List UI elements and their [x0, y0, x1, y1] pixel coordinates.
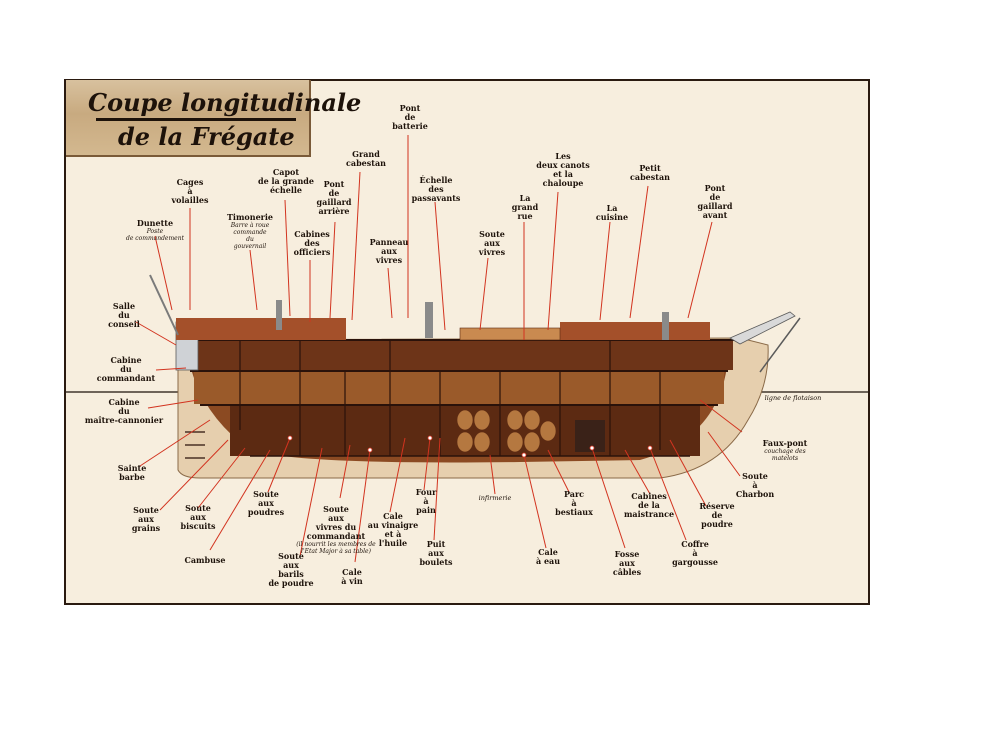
label-cabine-commandant: Cabine du commandant	[96, 355, 156, 383]
label-deux-canots: Les deux canots et la chaloupe	[536, 151, 590, 188]
label-cuisine: La cuisine	[595, 203, 629, 222]
label-four-pain: Four à pain	[415, 487, 437, 515]
label-soute-barils: Soute aux barils de poudre	[268, 551, 314, 588]
title-rule	[96, 118, 296, 121]
title-line-2: de la Frégate	[118, 122, 295, 151]
label-salle-conseil: Salle du conseil	[108, 301, 140, 329]
label-cabine-maitre: Cabine du maître-cannonier	[84, 397, 164, 425]
label-fosse-cables: Fosse aux câbles	[612, 549, 642, 577]
label-soute-grains: Soute aux grains	[131, 505, 161, 533]
label-pont-gaillard-avant: Pont de gaillard avant	[697, 183, 733, 220]
label-reserve-poudre: Réserve de poudre	[699, 501, 735, 529]
label-puit-boulets: Puit aux boulets	[419, 539, 453, 567]
label-grand-rue: La grand rue	[511, 193, 539, 221]
label-waterline: ligne de flotaison	[764, 394, 822, 402]
title-plaque: Coupe longitudinale de la Frégate	[66, 80, 361, 157]
label-petit-cabestan: Petit cabestan	[630, 163, 670, 182]
label-coffre-gargousse: Coffre à gargousse	[672, 539, 718, 567]
upper-deck	[188, 340, 733, 370]
forecastle	[560, 322, 710, 340]
cable-locker	[575, 420, 605, 452]
label-pont-gaillard-arriere: Pont de gaillard arrière	[316, 179, 352, 216]
waist-boat	[459, 327, 561, 341]
title-line-1: Coupe longitudinale	[88, 88, 362, 117]
label-grand-cabestan: Grand cabestan	[346, 149, 386, 168]
label-cambuse: Cambuse	[184, 555, 226, 565]
label-soute-vivres-commandant: Soute aux vivres du commandant(il nourri…	[296, 504, 376, 556]
label-cabines-maistrance: Cabines de la maistrance	[623, 491, 675, 519]
label-echelle-passavants: Échelle des passavants	[411, 175, 461, 203]
label-panneau-vivres: Panneau aux vivres	[369, 237, 409, 265]
label-cale-vin: Cale à vin	[341, 567, 363, 586]
stack-1	[276, 300, 282, 330]
battery-deck-band	[194, 372, 724, 404]
label-cale-vinaigre: Cale au vinaigre et à l'huile	[367, 511, 419, 548]
label-capot: Capot de la grande échelle	[258, 167, 314, 195]
quarterdeck	[176, 318, 346, 340]
stack-3	[662, 312, 669, 340]
label-sainte-barbe: Sainte barbe	[117, 463, 147, 482]
label-soute-biscuits: Soute aux biscuits	[180, 503, 216, 531]
label-soute-poudres: Soute aux poudres	[247, 489, 285, 517]
label-pont-batterie: Pont de batterie	[392, 103, 428, 131]
label-parc-bestiaux: Parc à bestiaux	[555, 489, 593, 517]
label-cale-eau: Cale à eau	[535, 547, 561, 566]
stack-2	[425, 302, 433, 338]
label-soute-vivres: Soute aux vivres	[478, 229, 506, 257]
label-cages: Cages à volailles	[171, 177, 209, 205]
label-soute-charbon: Soute à Charbon	[735, 471, 775, 499]
bowsprit	[729, 311, 796, 345]
label-infirmerie: infirmerie	[478, 494, 512, 502]
label-cabines-officiers: Cabines des officiers	[293, 229, 331, 257]
